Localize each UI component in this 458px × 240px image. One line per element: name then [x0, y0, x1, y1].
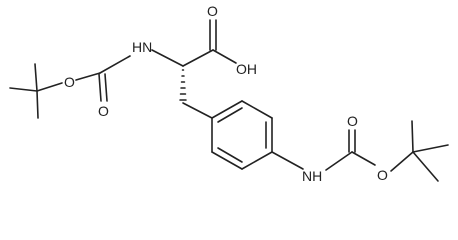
bond-left-tbu-methyl-left	[9, 87, 38, 92]
ring-bond-2	[241, 100, 273, 119]
atom-label-alpha-boc-ester-o: O	[64, 74, 75, 90]
bond-carboxyl-to-oh	[212, 49, 237, 64]
ring-inner-double-1	[217, 107, 243, 123]
bond-ring-to-aryl-nh	[271, 151, 304, 170]
atom-label-aryl-boc-ester-o: O	[377, 167, 388, 183]
bond-aryl-carbonyl-to-ester-o	[351, 151, 376, 166]
ring-bond-1	[211, 100, 243, 119]
ring-bond-4	[241, 151, 273, 170]
bond-alpha-carbonyl-double-b	[104, 73, 108, 102]
bond-left-tbu-to-ester-o	[36, 82, 63, 92]
bond-alpha-ester-o-to-carbonyl-c	[75, 72, 101, 81]
alpha-boc-carbamate	[75, 49, 184, 102]
atom-label-amino-nh: HN	[132, 39, 152, 55]
stereo-hashed-wedge	[179, 69, 187, 101]
aryl-boc-carbamate	[271, 129, 376, 171]
bond-nh-to-alpha-carbon	[151, 49, 184, 67]
atom-label-carboxyl-oh: OH	[236, 61, 257, 77]
atom-label-aryl-nh: NH	[302, 168, 322, 184]
bond-alpha-to-carboxyl-c	[182, 49, 214, 67]
atom-label-aryl-boc-carbonyl-o: O	[347, 113, 358, 129]
right-tert-butyl-group	[390, 120, 449, 182]
ring-bond-5	[211, 151, 243, 170]
bond-ch2-to-ring	[182, 102, 213, 119]
chemical-structure: HN O OH O O NH O O	[9, 3, 449, 184]
atom-label-alpha-boc-carbonyl-o: O	[98, 103, 109, 119]
bond-right-ester-o-to-tbu	[390, 151, 414, 172]
bond-right-tbu-methyl-top	[411, 120, 414, 153]
atom-labels: HN O OH O O NH O O	[64, 3, 388, 184]
bond-left-tbu-methyl-top	[34, 63, 38, 92]
ring-inner-double-3	[217, 147, 243, 163]
carboxylic-acid-group	[182, 19, 237, 67]
left-tert-butyl-group	[9, 63, 63, 119]
bond-right-tbu-methyl-bottom	[412, 151, 439, 182]
bond-left-tbu-methyl-bottom	[36, 90, 39, 119]
atom-label-carboxyl-o: O	[207, 3, 218, 19]
bond-alpha-carbonyl-to-nh	[99, 55, 131, 74]
bond-aryl-nh-to-carbonyl-c	[325, 151, 353, 171]
bond-right-tbu-methyl-right	[412, 144, 449, 153]
bond-alpha-carbonyl-double-a	[98, 73, 102, 102]
benzene-ring	[211, 100, 273, 170]
